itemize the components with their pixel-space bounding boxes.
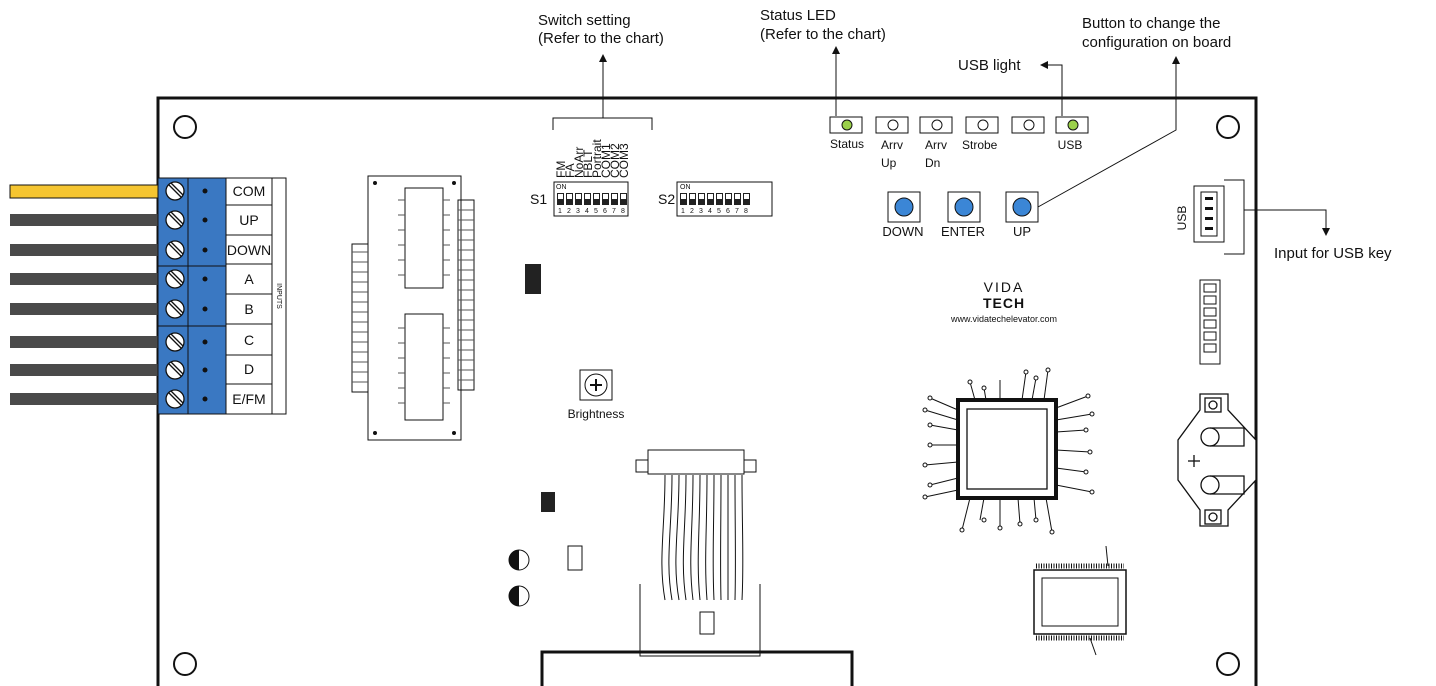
dip-s2-num-6: 6 bbox=[726, 208, 730, 215]
config-buttons: DOWN ENTER UP bbox=[882, 191, 1039, 239]
arrv-up-led bbox=[875, 116, 909, 134]
switch-label-com2: COM2 bbox=[608, 143, 622, 178]
up-button[interactable] bbox=[1005, 191, 1039, 223]
dip-s1-num-7: 7 bbox=[612, 208, 616, 215]
display-connector-board bbox=[351, 175, 475, 441]
dip-switch-s1[interactable]: S1 ON 1 2 3 4 5 6 7 8 bbox=[530, 181, 629, 217]
button-config-subtitle: configuration on board bbox=[1082, 34, 1231, 51]
arrv-dn-led bbox=[919, 116, 953, 134]
switch-label-portrait: Portrait bbox=[590, 139, 604, 178]
switch-setting-title: Switch setting bbox=[538, 12, 631, 29]
enter-button[interactable] bbox=[947, 191, 981, 223]
small-ic bbox=[525, 264, 541, 294]
status-led-annotation: Status LED (Refer to the chart) bbox=[760, 7, 886, 116]
dip-s2-num-2: 2 bbox=[690, 208, 694, 215]
status-led-subtitle: (Refer to the chart) bbox=[760, 26, 886, 43]
usb-port-label: USB bbox=[1175, 206, 1189, 231]
strobe-led bbox=[965, 116, 999, 134]
dip-s2-num-7: 7 bbox=[735, 208, 739, 215]
mounting-holes bbox=[173, 115, 1240, 676]
terminal-label-c: C bbox=[244, 332, 254, 348]
enter-button-label: ENTER bbox=[941, 224, 985, 239]
switch-setting-subtitle: (Refer to the chart) bbox=[538, 30, 664, 47]
terminal-label-down: DOWN bbox=[227, 242, 271, 258]
terminal-label-efm: E/FM bbox=[232, 391, 265, 407]
right-header bbox=[1199, 279, 1221, 365]
terminal-label-up: UP bbox=[239, 212, 258, 228]
brightness-label: Brightness bbox=[568, 407, 625, 421]
dip-s2-on-label: ON bbox=[680, 184, 691, 191]
switch-label-noarr: NoArr bbox=[572, 147, 586, 178]
dip-s1-num-2: 2 bbox=[567, 208, 571, 215]
down-button-label: DOWN bbox=[882, 224, 923, 239]
usb-input-annotation: Input for USB key bbox=[1244, 209, 1392, 262]
usb-led bbox=[1055, 116, 1089, 134]
switch-setting-annotation: Switch setting (Refer to the chart) bbox=[538, 12, 664, 130]
vidatech-logo: VIDA TECH www.vidatechelevator.com bbox=[950, 279, 1057, 324]
usb-port[interactable]: USB bbox=[1175, 179, 1245, 255]
strobe-led-label: Strobe bbox=[962, 138, 998, 152]
arrv-up-label-line1: Arrv bbox=[881, 138, 903, 152]
arrv-dn-label-line2: Dn bbox=[925, 156, 940, 170]
dip-s2-num-8: 8 bbox=[744, 208, 748, 215]
inputs-label: INPUTS bbox=[275, 283, 282, 309]
terminal-label-d: D bbox=[244, 361, 254, 377]
arrv-dn-label-line1: Arrv bbox=[925, 138, 947, 152]
usb-light-annotation: USB light bbox=[958, 57, 1063, 116]
terminal-label-com: COM bbox=[233, 183, 266, 199]
usb-led-label: USB bbox=[1058, 138, 1083, 152]
status-led bbox=[829, 116, 863, 134]
logo-bottom: TECH bbox=[983, 295, 1025, 311]
dip-s1-num-5: 5 bbox=[594, 208, 598, 215]
switch-label-fa: FA bbox=[563, 163, 577, 178]
up-button-label: UP bbox=[1013, 224, 1031, 239]
dip-s1-on-label: ON bbox=[556, 184, 567, 191]
logo-top: VIDA bbox=[984, 279, 1025, 295]
terminal-label-table: COM UP DOWN A B C D E/FM INPUTS bbox=[225, 177, 287, 415]
dip-s2-num-1: 1 bbox=[681, 208, 685, 215]
dip-switch-s2[interactable]: S2 ON 1 2 3 4 5 6 7 8 bbox=[658, 181, 773, 217]
switch-label-com1: COM1 bbox=[599, 143, 613, 178]
switch-label-com3: COM3 bbox=[617, 143, 631, 178]
dip-s1-num-4: 4 bbox=[585, 208, 589, 215]
switch-labels: FM FA NoArr FBLT Portrait COM1 COM2 COM3 bbox=[554, 139, 631, 178]
logo-url: www.vidatechelevator.com bbox=[950, 314, 1057, 324]
arrv-up-label-line2: Up bbox=[881, 156, 897, 170]
dip-s1-num-8: 8 bbox=[621, 208, 625, 215]
dip-s1-num-6: 6 bbox=[603, 208, 607, 215]
secondary-chip bbox=[1033, 545, 1127, 656]
usb-light-label: USB light bbox=[958, 57, 1021, 74]
switch-label-fm: FM bbox=[554, 161, 568, 178]
button-config-annotation: Button to change the configuration on bo… bbox=[1037, 15, 1231, 208]
dip-s2-num-4: 4 bbox=[708, 208, 712, 215]
terminal-label-a: A bbox=[244, 271, 254, 287]
dip-s2-num-3: 3 bbox=[699, 208, 703, 215]
led-row: Status Arrv Up Arrv Dn Strobe USB bbox=[829, 116, 1089, 170]
brightness-potentiometer[interactable]: Brightness bbox=[568, 369, 625, 421]
dip-s1-label: S1 bbox=[530, 191, 547, 207]
terminal-block bbox=[157, 177, 227, 415]
input-wires bbox=[9, 184, 161, 405]
dip-s1-num-1: 1 bbox=[558, 208, 562, 215]
lcd-ribbon-connector bbox=[540, 449, 854, 686]
usb-input-label: Input for USB key bbox=[1274, 245, 1392, 262]
dip-s2-label: S2 bbox=[658, 191, 675, 207]
battery-holder bbox=[1177, 393, 1257, 527]
unlabeled-led bbox=[1011, 116, 1045, 134]
dip-s2-num-5: 5 bbox=[717, 208, 721, 215]
terminal-label-b: B bbox=[244, 301, 253, 317]
status-led-label: Status bbox=[830, 137, 864, 151]
button-config-title: Button to change the bbox=[1082, 15, 1220, 32]
dip-s1-num-3: 3 bbox=[576, 208, 580, 215]
status-led-title: Status LED bbox=[760, 7, 836, 24]
misc-components bbox=[508, 492, 583, 607]
down-button[interactable] bbox=[887, 191, 921, 223]
main-processor bbox=[922, 367, 1095, 535]
switch-label-fblt: FBLT bbox=[581, 149, 595, 178]
